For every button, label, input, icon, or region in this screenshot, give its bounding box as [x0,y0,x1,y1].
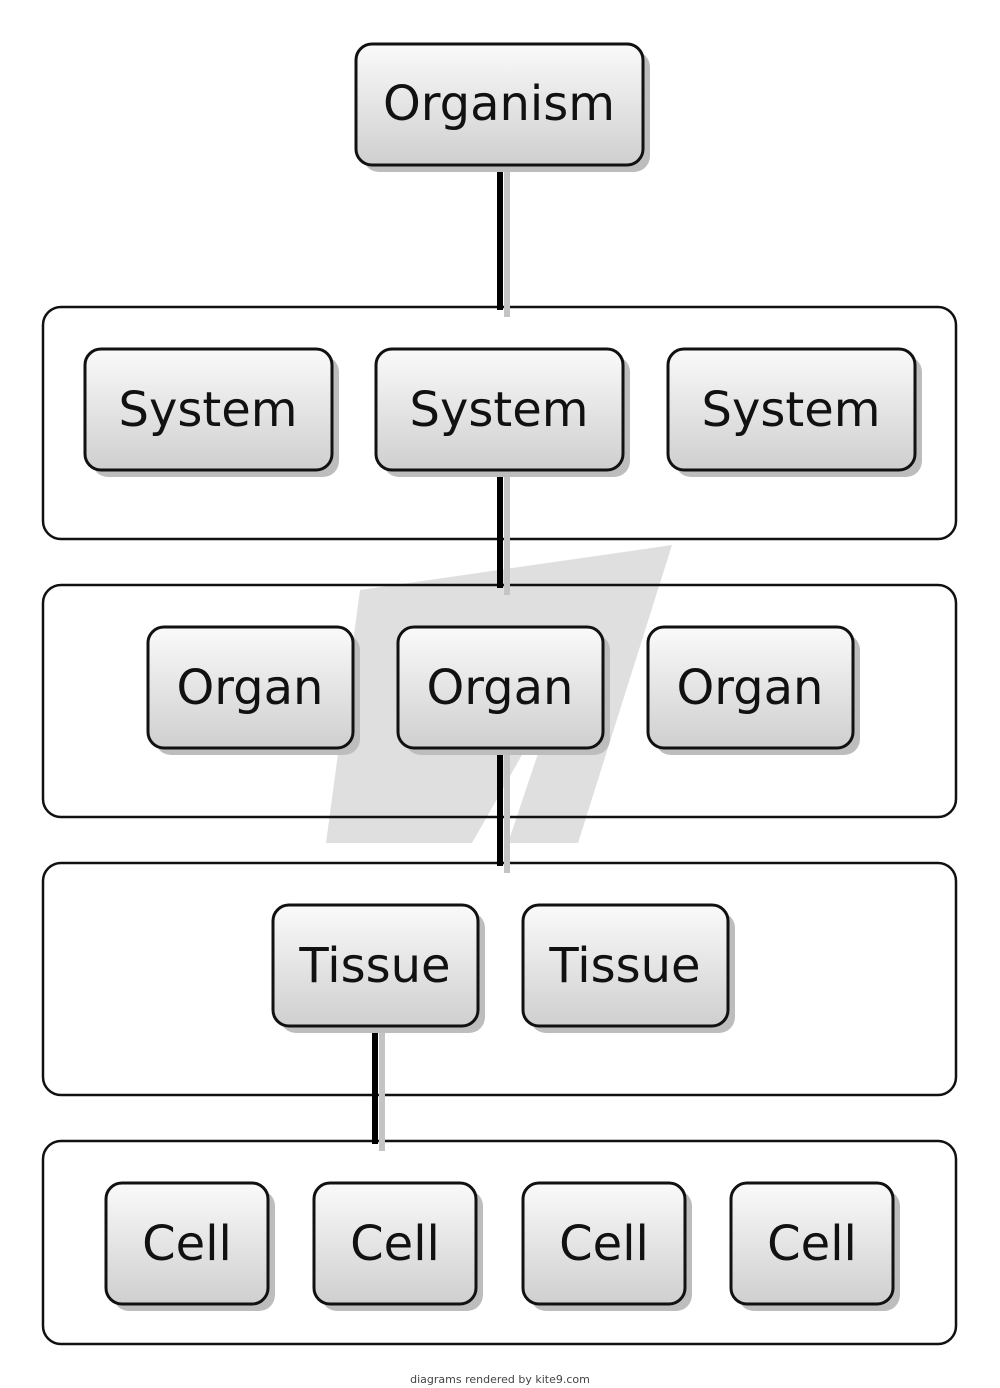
node-label: Organ [177,660,324,716]
cell-node[interactable]: Cell [521,1181,692,1311]
node-label: Cell [767,1216,857,1272]
system-node[interactable]: System [666,347,922,477]
system-node[interactable]: System [83,347,339,477]
tissue-node[interactable]: Tissue [521,903,735,1033]
node-label: Cell [350,1216,440,1272]
node-label: System [119,382,298,438]
node-label: Organism [383,76,615,132]
node-label: Organ [427,660,574,716]
system-node[interactable]: System [374,347,630,477]
organism-node[interactable]: Organism [354,42,650,172]
edge-tissue-cell [372,1025,385,1151]
tissue-node[interactable]: Tissue [271,903,485,1033]
node-label: System [410,382,589,438]
edge-organ-tissue [497,747,510,873]
organ-node[interactable]: Organ [396,625,610,755]
edge-organism-system [497,163,510,317]
node-label: Tissue [298,938,450,994]
node-label: System [702,382,881,438]
node-label: Organ [677,660,824,716]
node-label: Tissue [548,938,700,994]
node-label: Cell [142,1216,232,1272]
node-label: Cell [559,1216,649,1272]
edge-system-organ [497,469,510,595]
organ-node[interactable]: Organ [646,625,860,755]
tissue-group [41,861,958,1097]
organ-node[interactable]: Organ [146,625,360,755]
cell-node[interactable]: Cell [312,1181,483,1311]
cell-group [41,1139,958,1346]
footer-credit[interactable]: diagrams rendered by kite9.com [410,1373,590,1386]
cell-node[interactable]: Cell [104,1181,275,1311]
cell-node[interactable]: Cell [729,1181,900,1311]
